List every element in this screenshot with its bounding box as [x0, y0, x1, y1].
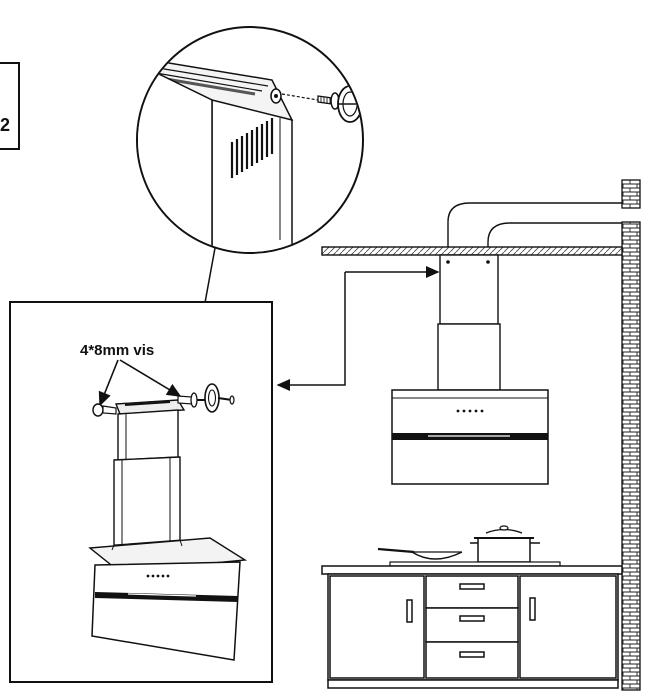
base-cabinets — [327, 573, 619, 689]
vent-slots — [230, 118, 274, 178]
hood-detail-panel — [9, 301, 273, 683]
pan-icon — [377, 547, 463, 560]
screwdriver-icon — [197, 383, 235, 413]
detail-screwdriver-icon — [337, 85, 362, 123]
step-frame — [0, 62, 20, 150]
left-screw-icon — [92, 403, 117, 417]
screw-size-label: 4*8mm vis — [80, 342, 155, 359]
control-dots — [146, 574, 170, 578]
brick-wall — [621, 179, 641, 691]
detail-magnifier — [136, 26, 364, 254]
pot-icon — [470, 525, 540, 563]
installation-scene — [276, 179, 641, 691]
step-number: 2 — [0, 115, 11, 135]
exhaust-ducts — [447, 202, 622, 258]
range-hood — [391, 389, 549, 485]
countertop — [321, 565, 623, 575]
ceiling — [321, 246, 623, 256]
panel-arrow — [276, 272, 346, 391]
